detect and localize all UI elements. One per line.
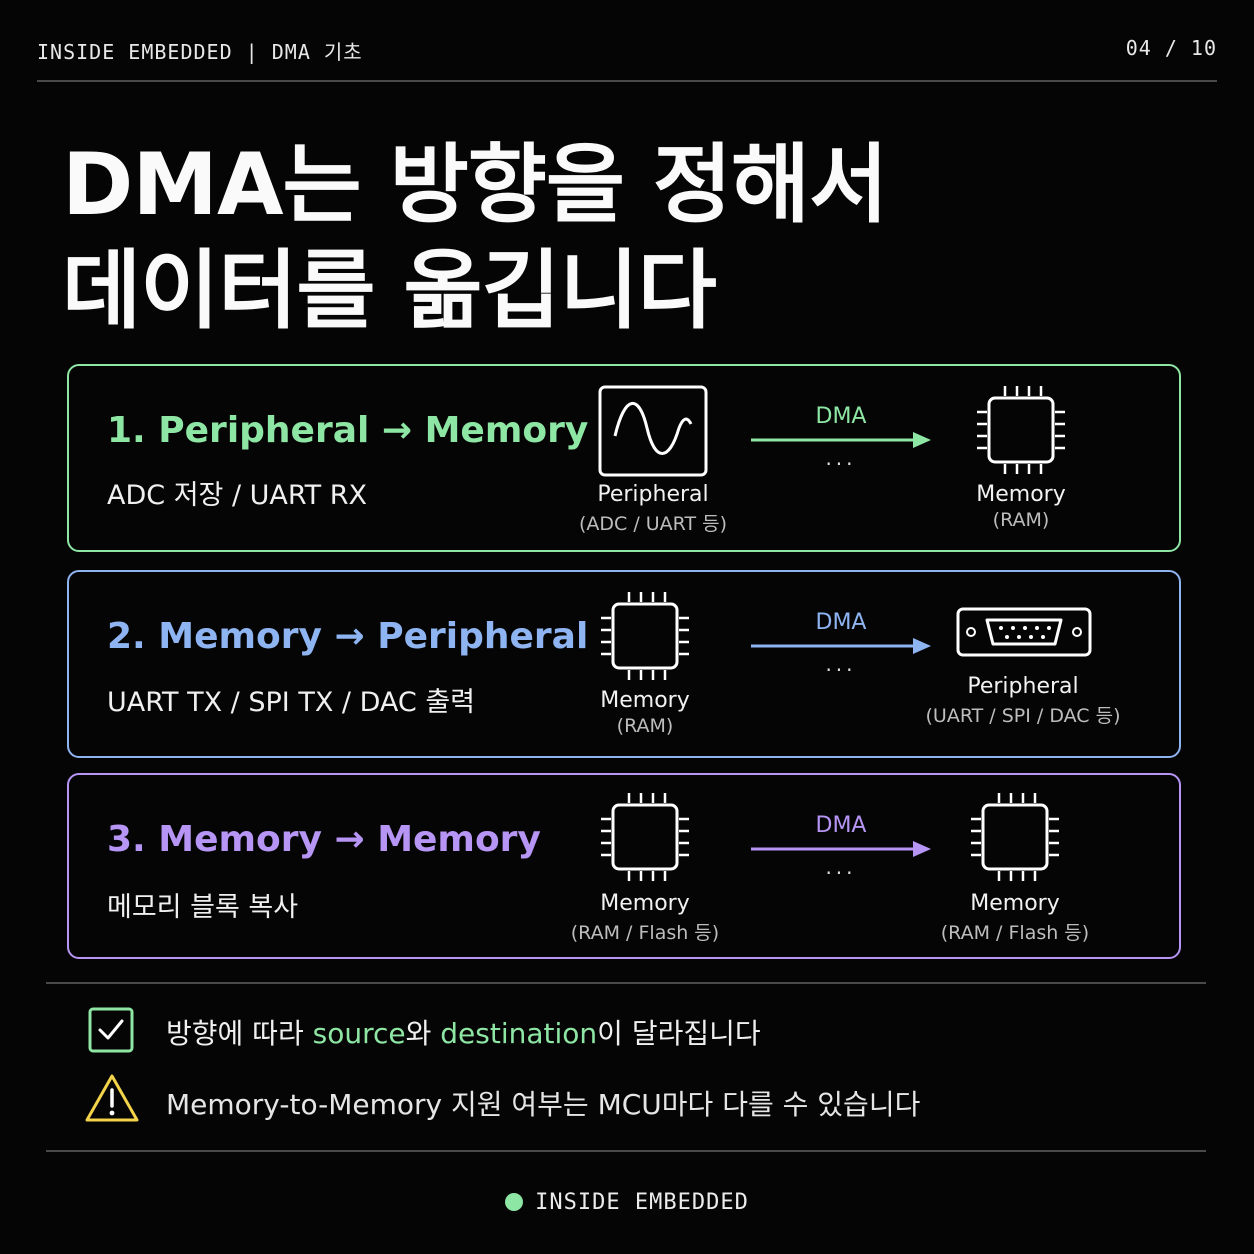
title-line-2: 데이터를 옮깁니다 (62, 241, 717, 341)
warning-icon (85, 1074, 139, 1122)
checkbox-checked-icon (88, 1007, 134, 1053)
dma-label: DMA (815, 813, 867, 838)
page-counter: 04 / 10 (1125, 36, 1217, 60)
notes-divider-bottom (46, 1150, 1206, 1152)
header: INSIDE EMBEDDED | DMA 기초 04 / 10 (37, 36, 1217, 64)
dots: ··· (825, 452, 857, 476)
chip-icon (969, 791, 1061, 883)
waveform-icon (598, 385, 708, 477)
status-dot-icon (505, 1193, 524, 1211)
dots: ··· (825, 861, 857, 885)
note-warning: Memory-to-Memory 지원 여부는 MCU마다 다를 수 있습니다 (166, 1088, 921, 1121)
chip-icon (975, 384, 1067, 476)
footer-label: INSIDE EMBEDDED (535, 1190, 749, 1215)
source-label: Peripheral(ADC / UART 등) (578, 482, 728, 535)
dma-label: DMA (815, 610, 867, 635)
page-title: DMA는 방향을 정해서 데이터를 옮깁니다 (62, 132, 888, 344)
dots: ··· (825, 658, 857, 682)
header-divider (37, 80, 1217, 82)
arrow-right-icon (751, 638, 931, 654)
card-subtitle: 메모리 블록 복사 (107, 892, 299, 923)
chip-icon (599, 791, 691, 883)
title-line-1: DMA는 방향을 정해서 (62, 135, 888, 235)
notes-divider-top (46, 982, 1206, 984)
card-peripheral-to-memory: 1. Peripheral → Memory ADC 저장 / UART RX … (67, 364, 1181, 552)
card-title: 3. Memory → Memory (107, 819, 541, 860)
card-subtitle: ADC 저장 / UART RX (107, 480, 367, 511)
footer: INSIDE EMBEDDED (0, 1190, 1254, 1215)
note-direction: 방향에 따라 source와 destination이 달라집니다 (166, 1017, 761, 1050)
dest-label: Memory(RAM / Flash 등) (940, 891, 1090, 944)
card-memory-to-memory: 3. Memory → Memory 메모리 블록 복사 Memory(RAM … (67, 773, 1181, 959)
source-label: Memory(RAM) (600, 688, 690, 737)
dma-label: DMA (815, 404, 867, 429)
chip-icon (599, 590, 691, 682)
card-title: 2. Memory → Peripheral (107, 616, 589, 657)
card-title: 1. Peripheral → Memory (107, 410, 589, 451)
arrow-right-icon (751, 841, 931, 857)
card-memory-to-peripheral: 2. Memory → Peripheral UART TX / SPI TX … (67, 570, 1181, 758)
arrow-right-icon (751, 432, 931, 448)
series-label: INSIDE EMBEDDED | DMA 기초 (37, 40, 363, 64)
card-subtitle: UART TX / SPI TX / DAC 출력 (107, 687, 475, 718)
dest-label: Memory(RAM) (976, 482, 1066, 531)
dest-label: Peripheral(UART / SPI / DAC 등) (925, 674, 1121, 727)
source-label: Memory(RAM / Flash 등) (570, 891, 720, 944)
serial-port-icon (956, 607, 1092, 657)
